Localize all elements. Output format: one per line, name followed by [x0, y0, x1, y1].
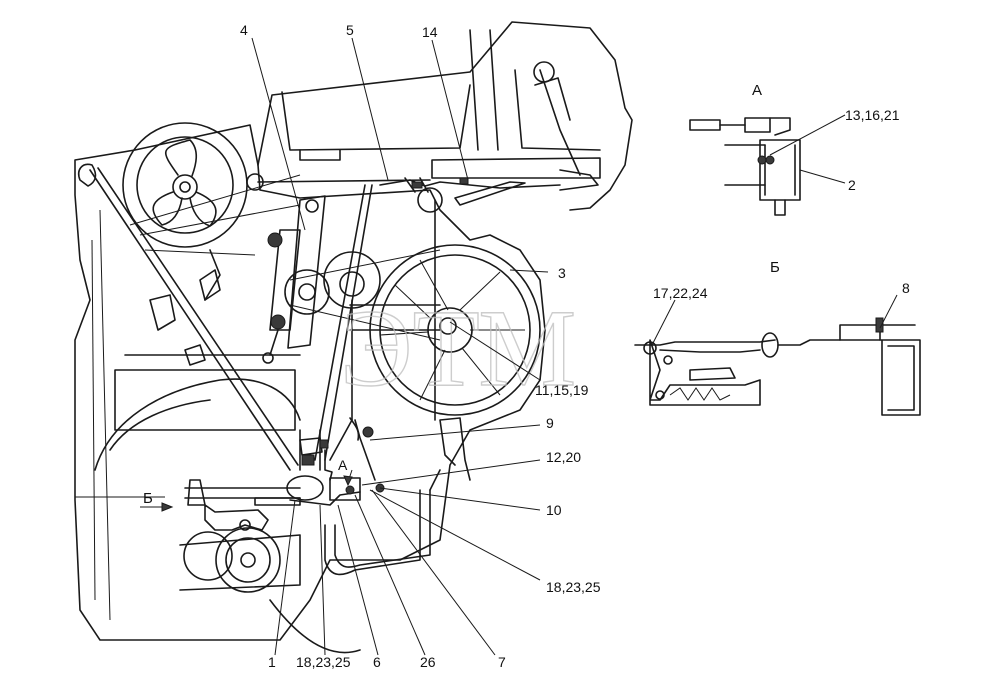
label-13-16-21: 13,16,21 [845, 107, 900, 123]
view-b [634, 294, 921, 416]
label-view-a-marker: А [338, 457, 348, 473]
label-6: 6 [373, 654, 381, 670]
label-12-20: 12,20 [546, 449, 581, 465]
label-4: 4 [240, 22, 248, 38]
watermark-text: ЭТМ [340, 287, 576, 409]
label-17-22-24: 17,22,24 [653, 285, 708, 301]
main-assembly [74, 21, 633, 654]
label-8: 8 [902, 280, 910, 296]
label-2: 2 [848, 177, 856, 193]
leader-lines [75, 37, 549, 656]
label-1: 1 [268, 654, 276, 670]
view-a-title: А [752, 82, 762, 99]
label-7: 7 [498, 654, 506, 670]
label-5: 5 [346, 22, 354, 38]
label-11-15-19: 11,15,19 [535, 382, 589, 398]
view-b-title: Б [770, 259, 780, 276]
labels: 4 5 14 3 11,15,19 9 12,20 10 18,23,25 1 … [143, 22, 910, 670]
view-a [689, 114, 846, 216]
label-3: 3 [558, 265, 566, 281]
label-14: 14 [422, 24, 438, 40]
label-18-23-25-right: 18,23,25 [546, 579, 601, 595]
label-9: 9 [546, 415, 554, 431]
label-26: 26 [420, 654, 436, 670]
label-10: 10 [546, 502, 562, 518]
label-view-b-marker: Б [143, 490, 153, 507]
label-18-23-25-bottom: 18,23,25 [296, 654, 351, 670]
